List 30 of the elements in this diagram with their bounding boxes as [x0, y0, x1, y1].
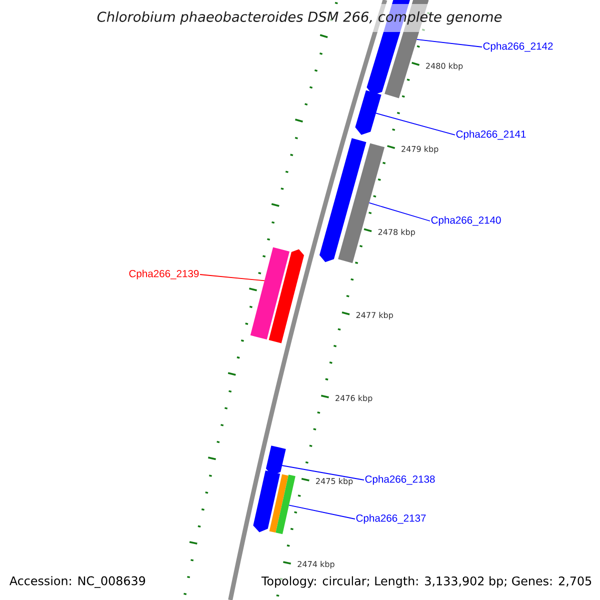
pointed-gene-bar [355, 90, 382, 135]
title: Chlorobium phaeobacteroides DSM 266, complete genome [92, 4, 508, 32]
gene-label: Cpha266_2139 [129, 270, 199, 280]
pointed-gene-bar [319, 138, 366, 262]
tick-label: 2478 kbp [378, 228, 415, 237]
gene-label: Cpha266_2140 [431, 216, 501, 226]
gene-label: Cpha266_2141 [456, 130, 526, 140]
leader-line [288, 504, 356, 520]
tick-label: 2477 kbp [356, 312, 393, 320]
gene-bar [276, 474, 296, 534]
tick-label: 2480 kbp [426, 62, 463, 70]
gene-label: Cpha266_2137 [356, 514, 426, 524]
footer-text: Topology: circular; Length: 3,133,902 bp; Genes: 2,705 [257, 571, 596, 593]
leader-line [282, 465, 364, 480]
pointed-gene-bar [268, 249, 304, 344]
tick-label: 2475 kbp [316, 478, 353, 486]
leader-line [200, 274, 265, 282]
footer-text: Accession: NC_008639 [5, 571, 150, 593]
pointed-gene-bar [253, 470, 280, 532]
leader-line [416, 38, 482, 48]
tick-label: 2474 kbp [298, 560, 334, 569]
tick-label: 2476 kbp [336, 394, 372, 403]
gene-bar [269, 474, 288, 533]
gene-label: Cpha266_2142 [483, 42, 553, 52]
gene-bar [250, 247, 290, 340]
tick-label: 2479 kbp [402, 146, 438, 154]
leader-line [368, 202, 430, 222]
pointed-gene-bar [266, 446, 286, 476]
gene-label: Cpha266_2138 [365, 475, 435, 485]
leader-line [376, 112, 456, 136]
